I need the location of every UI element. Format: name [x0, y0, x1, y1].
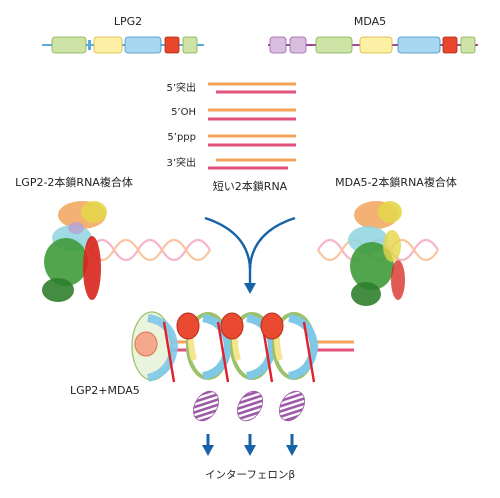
complex-left-label: LGP2-2本鎖RNA複合体: [15, 175, 133, 189]
mda5-domain-bar: [268, 36, 478, 54]
rna-type-5-overhang: 5’突出: [166, 81, 296, 94]
lpg2-domain-green-end: [182, 36, 198, 54]
protein-name-lpg2: LPG2: [114, 15, 142, 28]
mda5-domain-red: [442, 36, 458, 54]
short-rna-label: 短い2本鎖RNA: [213, 179, 288, 193]
rna-type-5-oh: 5’OH: [171, 107, 296, 121]
rna-type-3-overhang: 3’突出: [166, 156, 296, 170]
mda5-card2: [289, 36, 307, 54]
mda5-domain-green: [315, 36, 353, 54]
assembly-filament: [131, 311, 354, 383]
lpg2-linker: [88, 40, 91, 50]
rna-type-label: 5’OH: [171, 107, 196, 118]
rna-type-label: 5’ppp: [167, 132, 196, 143]
lpg2-domain-red: [164, 36, 180, 54]
lgp2-structure: [42, 201, 107, 302]
mda5-domain-yellow: [359, 36, 393, 54]
mda5-ring-1: [176, 312, 233, 383]
card-signal-2: [236, 390, 264, 422]
card-signal-1: [192, 390, 220, 422]
card-signal-3: [278, 390, 306, 422]
lgp2-rna-complex: [42, 201, 211, 302]
dsrna-helix-left: [89, 238, 211, 262]
mda5-card1: [269, 36, 287, 54]
rna-type-5-ppp: 5’ppp: [167, 132, 296, 147]
mda5-domain-blue: [397, 36, 441, 54]
converging-arrow-head: [244, 283, 256, 294]
output-arrows: [202, 434, 298, 456]
protein-name-mda5: MDA5: [354, 15, 386, 28]
signaling-cards: [192, 390, 306, 422]
lpg2-domain-bar: [42, 36, 204, 54]
assembly-label: LGP2+MDA5: [70, 384, 140, 397]
lpg2-domain-green: [51, 36, 87, 54]
rna-type-label: 3’突出: [166, 156, 196, 169]
lpg2-domain-blue: [124, 36, 162, 54]
rna-type-label: 5’突出: [166, 81, 196, 94]
mda5-structure: [348, 201, 405, 306]
mda5-domain-green-end: [460, 36, 476, 54]
complex-right-label: MDA5-2本鎖RNA複合体: [335, 175, 457, 189]
mda5-ring-3: [260, 312, 319, 383]
lgp2-ring: [131, 311, 179, 383]
mda5-rna-complex: [317, 201, 439, 306]
converging-arrows: [204, 216, 296, 284]
lpg2-domain-yellow: [93, 36, 123, 54]
output-label: インターフェロンβ: [205, 469, 295, 481]
